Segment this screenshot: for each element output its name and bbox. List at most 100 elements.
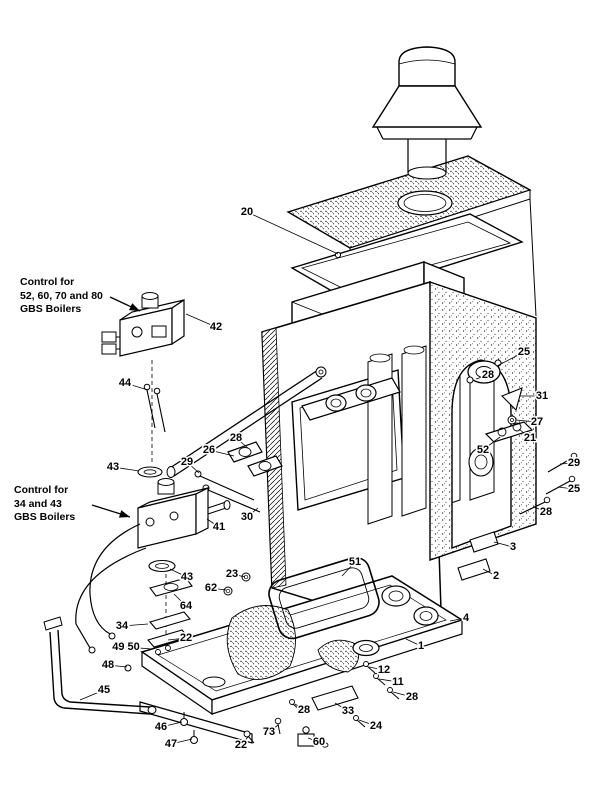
part-number-73: 73	[263, 726, 275, 738]
leader-line	[160, 721, 183, 728]
leader-line	[557, 486, 575, 490]
leader-line	[496, 351, 525, 367]
leader-line	[341, 561, 356, 577]
leader-line	[475, 374, 489, 380]
leader-line	[405, 638, 422, 647]
part-number-26: 26	[203, 444, 215, 456]
leader-line	[449, 617, 467, 622]
part-number-42: 42	[210, 321, 222, 333]
leader-line	[307, 737, 320, 743]
mounting-screws	[143, 383, 166, 433]
leader-line	[210, 587, 227, 591]
lower-control-valve	[137, 478, 231, 549]
part-number-25: 25	[518, 346, 530, 358]
leader-line	[378, 678, 399, 683]
leader-line	[482, 568, 497, 577]
part-number-31: 31	[536, 390, 548, 402]
leader-line	[235, 437, 249, 449]
part-number-4: 4	[463, 612, 470, 624]
wiring-harness	[75, 523, 147, 654]
part-number-24: 24	[370, 720, 383, 732]
part-number-49-50: 49 50	[112, 641, 140, 653]
leader-line	[493, 541, 514, 548]
leader-line	[79, 689, 105, 701]
flue-collector-lid	[290, 213, 524, 299]
part-number-44: 44	[119, 377, 132, 389]
right-side-hardware	[457, 359, 578, 581]
leader-line	[368, 666, 385, 671]
leader-line	[533, 506, 547, 513]
flue-outlets	[381, 585, 439, 626]
label-arrows	[91, 296, 141, 518]
leader-line	[125, 646, 153, 650]
vent-cap	[371, 46, 483, 180]
gas-piping	[43, 616, 157, 715]
burner-refractory	[226, 605, 296, 680]
part-number-29: 29	[181, 456, 193, 468]
leader-line	[515, 419, 538, 423]
pilot-valve	[297, 726, 329, 748]
leader-line	[358, 719, 377, 727]
part-number-46: 46	[155, 721, 167, 733]
part-number-48: 48	[102, 659, 114, 671]
leader-line	[559, 462, 575, 465]
upper-control-valve	[101, 292, 185, 357]
leader-line	[185, 313, 217, 328]
leader-line	[121, 623, 149, 627]
part-number-45: 45	[98, 684, 110, 696]
leader-line	[169, 568, 188, 578]
leader-line	[107, 664, 128, 668]
leader-line	[294, 703, 305, 711]
part-number-2: 2	[493, 570, 499, 582]
front-rail	[139, 701, 253, 744]
leader-line	[268, 724, 279, 733]
part-number-12: 12	[378, 664, 390, 676]
part-number-47: 47	[165, 738, 177, 750]
leader-line	[240, 736, 249, 746]
part-number-62: 62	[205, 582, 217, 594]
bracket-plates	[147, 611, 191, 655]
part-number-60: 60	[313, 736, 325, 748]
part-number-64: 64	[180, 600, 193, 612]
control-label-top: Control for 52, 60, 70 and 80 GBS Boiler…	[20, 276, 103, 316]
header-bar	[301, 377, 401, 421]
part-number-30: 30	[241, 511, 253, 523]
leader-line	[167, 637, 187, 641]
part-number-23: 23	[226, 568, 238, 580]
arrow-to-upper-control	[109, 296, 141, 312]
part-number-3: 3	[510, 541, 516, 553]
part-number-52: 52	[477, 444, 489, 456]
leader-line	[112, 466, 140, 472]
leader-line	[186, 461, 200, 474]
bottom-hardware	[243, 661, 400, 748]
manifold-pipe	[166, 366, 327, 478]
part-number-51: 51	[349, 556, 361, 568]
base-pan	[140, 575, 464, 716]
part-number-28: 28	[482, 369, 494, 381]
part-number-43: 43	[181, 571, 193, 583]
part-number-1: 1	[418, 640, 424, 652]
leader-line	[173, 593, 187, 607]
leader-line	[170, 738, 193, 745]
part-number-28: 28	[406, 691, 418, 703]
part-number-22: 22	[235, 739, 247, 751]
leader-line	[231, 573, 246, 578]
part-number-20: 20	[241, 206, 253, 218]
leader-line	[482, 436, 501, 451]
part-number-27: 27	[531, 416, 543, 428]
leader-line	[334, 702, 349, 712]
leader-line	[518, 428, 531, 439]
part-number-11: 11	[392, 676, 404, 688]
callout-layer: 2042442528312728262943522129252830413223…	[79, 205, 582, 753]
leader-line	[246, 507, 259, 518]
part-number-28: 28	[298, 704, 310, 716]
leader-line	[124, 382, 149, 391]
part-number-41: 41	[213, 521, 225, 533]
part-number-34: 34	[116, 620, 129, 632]
assembly-centerlines	[151, 360, 167, 650]
arrow-to-lower-control	[91, 504, 131, 518]
part-number-29: 29	[568, 457, 580, 469]
part-number-33: 33	[342, 705, 354, 717]
